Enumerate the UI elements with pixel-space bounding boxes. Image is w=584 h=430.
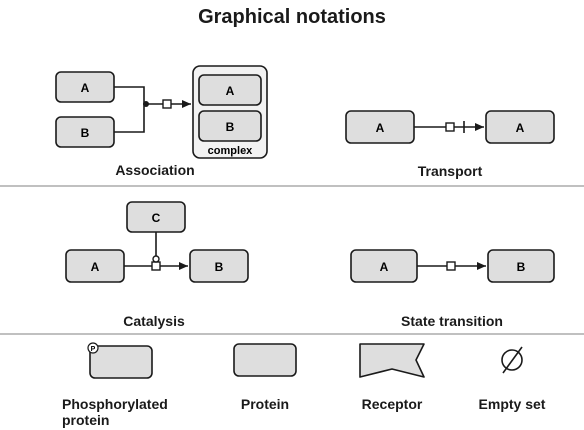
catalysis-to-label: B [215, 260, 224, 274]
transport-from-label: A [376, 121, 385, 135]
phospho-badge-label: P [91, 346, 96, 353]
phosphorylated-protein-glyph [89, 345, 153, 379]
legend-label-protein: Protein [240, 396, 290, 412]
catalysis-from-label: A [91, 260, 100, 274]
state-transition-label: State transition [401, 313, 503, 329]
state-process-node [446, 261, 456, 271]
legend-label-phosphorylated-protein: Phosphorylated protein [62, 396, 168, 428]
complex-node-b [198, 110, 262, 142]
figure-title: Graphical notations [198, 6, 386, 28]
junction-dot [143, 101, 149, 107]
catalysis-process-node [151, 261, 161, 271]
edge-b-to-junction [114, 104, 145, 133]
node-a-label: A [81, 81, 90, 95]
transport-label: Transport [417, 163, 483, 179]
legend-label-receptor: Receptor [361, 396, 423, 412]
transport-to-node [485, 110, 555, 144]
state-to-node [487, 249, 555, 283]
catalysis-modulator-circle [152, 255, 160, 263]
state-from-label: A [380, 260, 389, 274]
complex-node-a [198, 74, 262, 106]
association-diagram: A B A B complex [55, 65, 268, 159]
complex-node-a-label: A [226, 84, 235, 98]
complex-node-b-label: B [226, 120, 235, 134]
receptor-glyph [359, 343, 425, 378]
node-b-label: B [81, 126, 90, 140]
empty-set-icon [501, 346, 523, 374]
catalysis-to-node [189, 249, 249, 283]
catalyst-label: C [152, 211, 161, 225]
edge-a-to-junction [114, 86, 145, 104]
transport-to-label: A [516, 121, 525, 135]
legend-glyphs: P [87, 342, 523, 379]
phospho-badge [87, 342, 99, 354]
process-node [162, 99, 172, 109]
transport-process-node [445, 122, 455, 132]
catalysis-diagram: C A B [65, 201, 249, 283]
catalysis-label: Catalysis [123, 313, 185, 329]
state-transition-diagram: A B [350, 249, 555, 283]
state-to-label: B [517, 260, 526, 274]
association-label: Association [115, 162, 195, 178]
protein-glyph [233, 343, 297, 377]
legend-label-empty-set: Empty set [478, 396, 546, 412]
complex-label: complex [208, 145, 254, 157]
transport-diagram: A A [345, 110, 555, 144]
